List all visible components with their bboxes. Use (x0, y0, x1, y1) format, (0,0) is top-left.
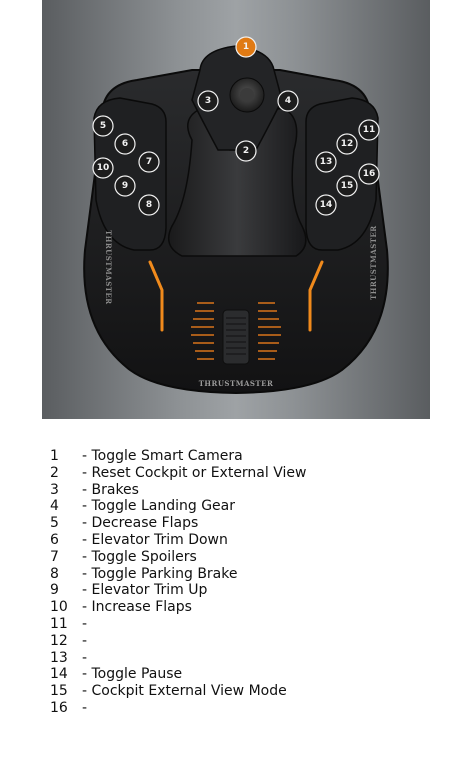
mapping-number: 4 (50, 498, 59, 515)
svg-text:11: 11 (363, 125, 376, 135)
mapping-number: 6 (50, 531, 59, 548)
mapping-row: 1 - Toggle Smart Camera (50, 448, 450, 465)
mapping-row: 2 - Reset Cockpit or External View (50, 465, 450, 482)
mapping-label: - Decrease Flaps (82, 515, 199, 532)
mapping-number: 12 (50, 632, 68, 649)
mapping-number: 13 (50, 649, 68, 666)
svg-text:10: 10 (97, 163, 110, 173)
svg-text:15: 15 (341, 181, 354, 191)
badge-3: 3 (197, 90, 219, 112)
badge-5: 5 (92, 115, 114, 137)
mapping-label: - Toggle Smart Camera (82, 448, 243, 464)
mapping-number: 7 (50, 548, 59, 565)
mapping-label: - Toggle Pause (82, 666, 183, 683)
badge-6: 6 (114, 133, 136, 155)
mapping-label: - (82, 615, 88, 632)
mapping-row: 5 - Decrease Flaps (50, 515, 450, 532)
svg-text:9: 9 (122, 181, 128, 191)
svg-text:4: 4 (285, 96, 291, 106)
mapping-number: 11 (50, 615, 68, 632)
mapping-label: - (82, 632, 88, 649)
mapping-row: 12- (50, 633, 450, 650)
mapping-number: 2 (50, 464, 59, 481)
badge-9: 9 (114, 175, 136, 197)
mapping-number: 1 (50, 448, 59, 464)
mapping-number: 3 (50, 481, 59, 498)
svg-text:13: 13 (320, 157, 333, 167)
mapping-row: 9 - Elevator Trim Up (50, 582, 450, 599)
mapping-label: - (82, 699, 88, 716)
brand-bottom: THRUSTMASTER (199, 379, 274, 388)
joystick-photo: THRUSTMASTER THRUSTMASTER THRUSTMASTER 1… (42, 0, 430, 419)
mapping-label: - Toggle Landing Gear (82, 498, 236, 515)
svg-text:3: 3 (205, 96, 211, 106)
badge-12: 12 (336, 133, 358, 155)
mapping-label: - Elevator Trim Up (82, 582, 208, 599)
svg-text:1: 1 (243, 42, 249, 52)
svg-text:12: 12 (341, 139, 354, 149)
mapping-label: - Elevator Trim Down (82, 531, 228, 548)
mapping-number: 15 (50, 683, 68, 700)
svg-text:8: 8 (146, 200, 152, 210)
mapping-row: 7 - Toggle Spoilers (50, 549, 450, 566)
mapping-row: 15 - Cockpit External View Mode (50, 683, 450, 700)
badge-7: 7 (138, 151, 160, 173)
svg-text:5: 5 (100, 121, 106, 131)
mapping-row: 14 - Toggle Pause (50, 666, 450, 683)
mapping-row: 3 - Brakes (50, 482, 450, 499)
mapping-number: 14 (50, 666, 68, 683)
badge-8: 8 (138, 194, 160, 216)
badge-1: 1 (235, 36, 257, 58)
mapping-label: - Toggle Parking Brake (82, 565, 238, 582)
mapping-label: - (82, 649, 88, 666)
mapping-row: 13- (50, 650, 450, 667)
mapping-label: - Reset Cockpit or External View (82, 464, 307, 481)
orange-grille (191, 302, 281, 360)
mapping-label: - Cockpit External View Mode (82, 683, 287, 700)
badge-4: 4 (277, 90, 299, 112)
mapping-number: 10 (50, 599, 68, 616)
mapping-label: - Increase Flaps (82, 599, 192, 616)
mapping-number: 16 (50, 699, 68, 716)
mapping-row: 4 - Toggle Landing Gear (50, 498, 450, 515)
mapping-label: - Toggle Spoilers (82, 548, 197, 565)
brand-left: THRUSTMASTER (104, 230, 113, 305)
badge-16: 16 (358, 163, 380, 185)
orange-accent-lines (148, 260, 324, 332)
svg-text:7: 7 (146, 157, 152, 167)
mapping-row: 10 - Increase Flaps (50, 599, 450, 616)
brand-right: THRUSTMASTER (369, 225, 378, 300)
svg-text:2: 2 (243, 146, 249, 156)
badge-2: 2 (235, 140, 257, 162)
badge-10: 10 (92, 157, 114, 179)
badge-11: 11 (358, 119, 380, 141)
mapping-row: 6 - Elevator Trim Down (50, 532, 450, 549)
mapping-label: - Brakes (82, 481, 139, 498)
mapping-row: 8 - Toggle Parking Brake (50, 566, 450, 583)
badge-15: 15 (336, 175, 358, 197)
mapping-number: 5 (50, 515, 59, 532)
mapping-row: 16- (50, 700, 450, 717)
badge-14: 14 (315, 194, 337, 216)
svg-text:16: 16 (363, 169, 376, 179)
joystick-illustration: THRUSTMASTER THRUSTMASTER THRUSTMASTER 1… (83, 36, 389, 395)
button-mapping-list: 1 - Toggle Smart Camera 2 - Reset Cockpit … (50, 448, 450, 717)
mapping-row: 11- (50, 616, 450, 633)
svg-text:6: 6 (122, 139, 128, 149)
mapping-number: 9 (50, 582, 59, 599)
mapping-number: 8 (50, 565, 59, 582)
badge-13: 13 (315, 151, 337, 173)
svg-text:14: 14 (320, 200, 333, 210)
